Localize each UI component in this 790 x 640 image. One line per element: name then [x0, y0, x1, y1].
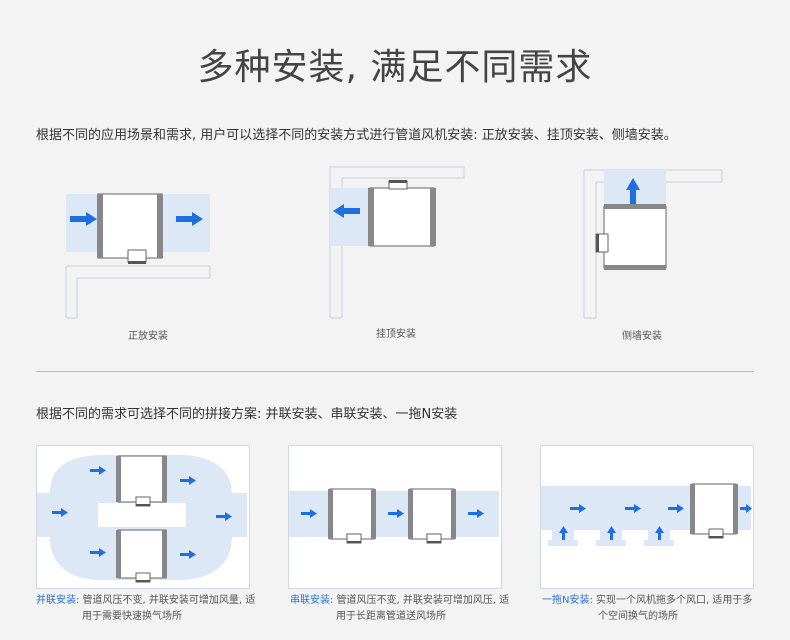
- series-line1: : 管道风压不变, 并联安装可增加风压, 适: [330, 595, 510, 606]
- parallel-footer: 并联安装: 管道风压不变, 并联安装可增加风量, 适 用于需要快速换气场所: [36, 593, 258, 625]
- parallel-label: 并联安装: [36, 595, 76, 606]
- panel-series: [288, 445, 502, 589]
- one-to-many-line2: 个空间换气的场所: [598, 611, 678, 622]
- section2-description: 根据不同的需求可选择不同的拼接方案: 并联安装、串联安装、一拖N安装: [36, 407, 458, 422]
- series-footer: 串联安装: 管道风压不变, 并联安装可增加风压, 适 用于长距离管道送风场所: [290, 593, 512, 625]
- series-line2: 用于长距离管道送风场所: [336, 611, 446, 622]
- one-to-many-label: 一拖N安装: [542, 595, 590, 606]
- section1-description: 根据不同的应用场景和需求, 用户可以选择不同的安装方式进行管道风机安装: 正放安…: [36, 128, 677, 143]
- panel-parallel: [36, 445, 250, 589]
- caption-floor-mount: 正放安装: [128, 331, 168, 342]
- one-to-many-footer: 一拖N安装: 实现一个风机拖多个风口, 适用于多 个空间换气的场所: [542, 593, 764, 625]
- one-to-many-line1: : 实现一个风机拖多个风口, 适用于多: [589, 595, 753, 606]
- caption-ceiling-mount: 挂顶安装: [376, 329, 416, 340]
- page-title: 多种安装, 满足不同需求: [197, 47, 593, 88]
- series-label: 串联安装: [290, 595, 330, 606]
- divider: [36, 371, 754, 372]
- floor-mount-diagram: [65, 193, 211, 319]
- parallel-line2: 用于需要快速换气场所: [82, 611, 182, 622]
- ceiling-mount-diagram: [329, 166, 465, 319]
- parallel-line1: : 管道风压不变, 并联安装可增加风量, 适: [76, 595, 256, 606]
- panel-one-to-many: [540, 445, 754, 589]
- caption-wall-mount: 侧墙安装: [622, 331, 662, 342]
- wall-mount-diagram: [583, 169, 723, 319]
